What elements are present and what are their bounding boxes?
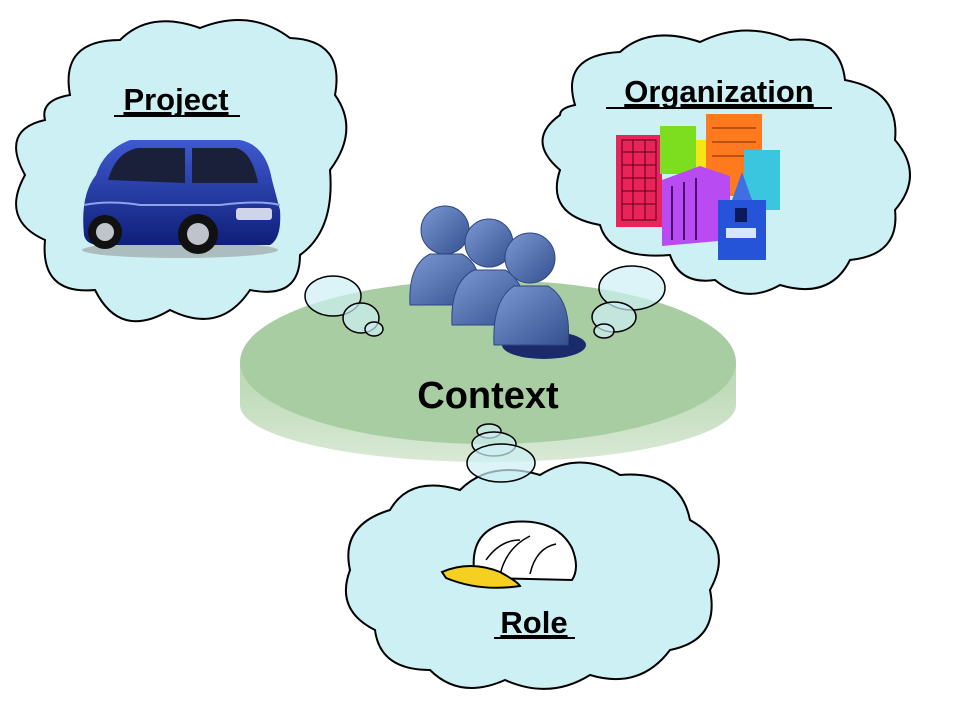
people-group-icon xyxy=(409,205,586,359)
thought-bubbles-bottom xyxy=(466,423,536,483)
cap-icon xyxy=(440,520,577,589)
buildings-icon xyxy=(616,114,780,260)
car-icon xyxy=(82,140,281,258)
context-label: Context xyxy=(417,375,559,417)
organization-label: Organization xyxy=(624,74,813,109)
role-label: Role xyxy=(500,605,567,640)
thought-bubbles-right xyxy=(591,265,666,339)
thought-bubbles-left xyxy=(304,275,384,337)
project-label: Project xyxy=(123,82,228,117)
